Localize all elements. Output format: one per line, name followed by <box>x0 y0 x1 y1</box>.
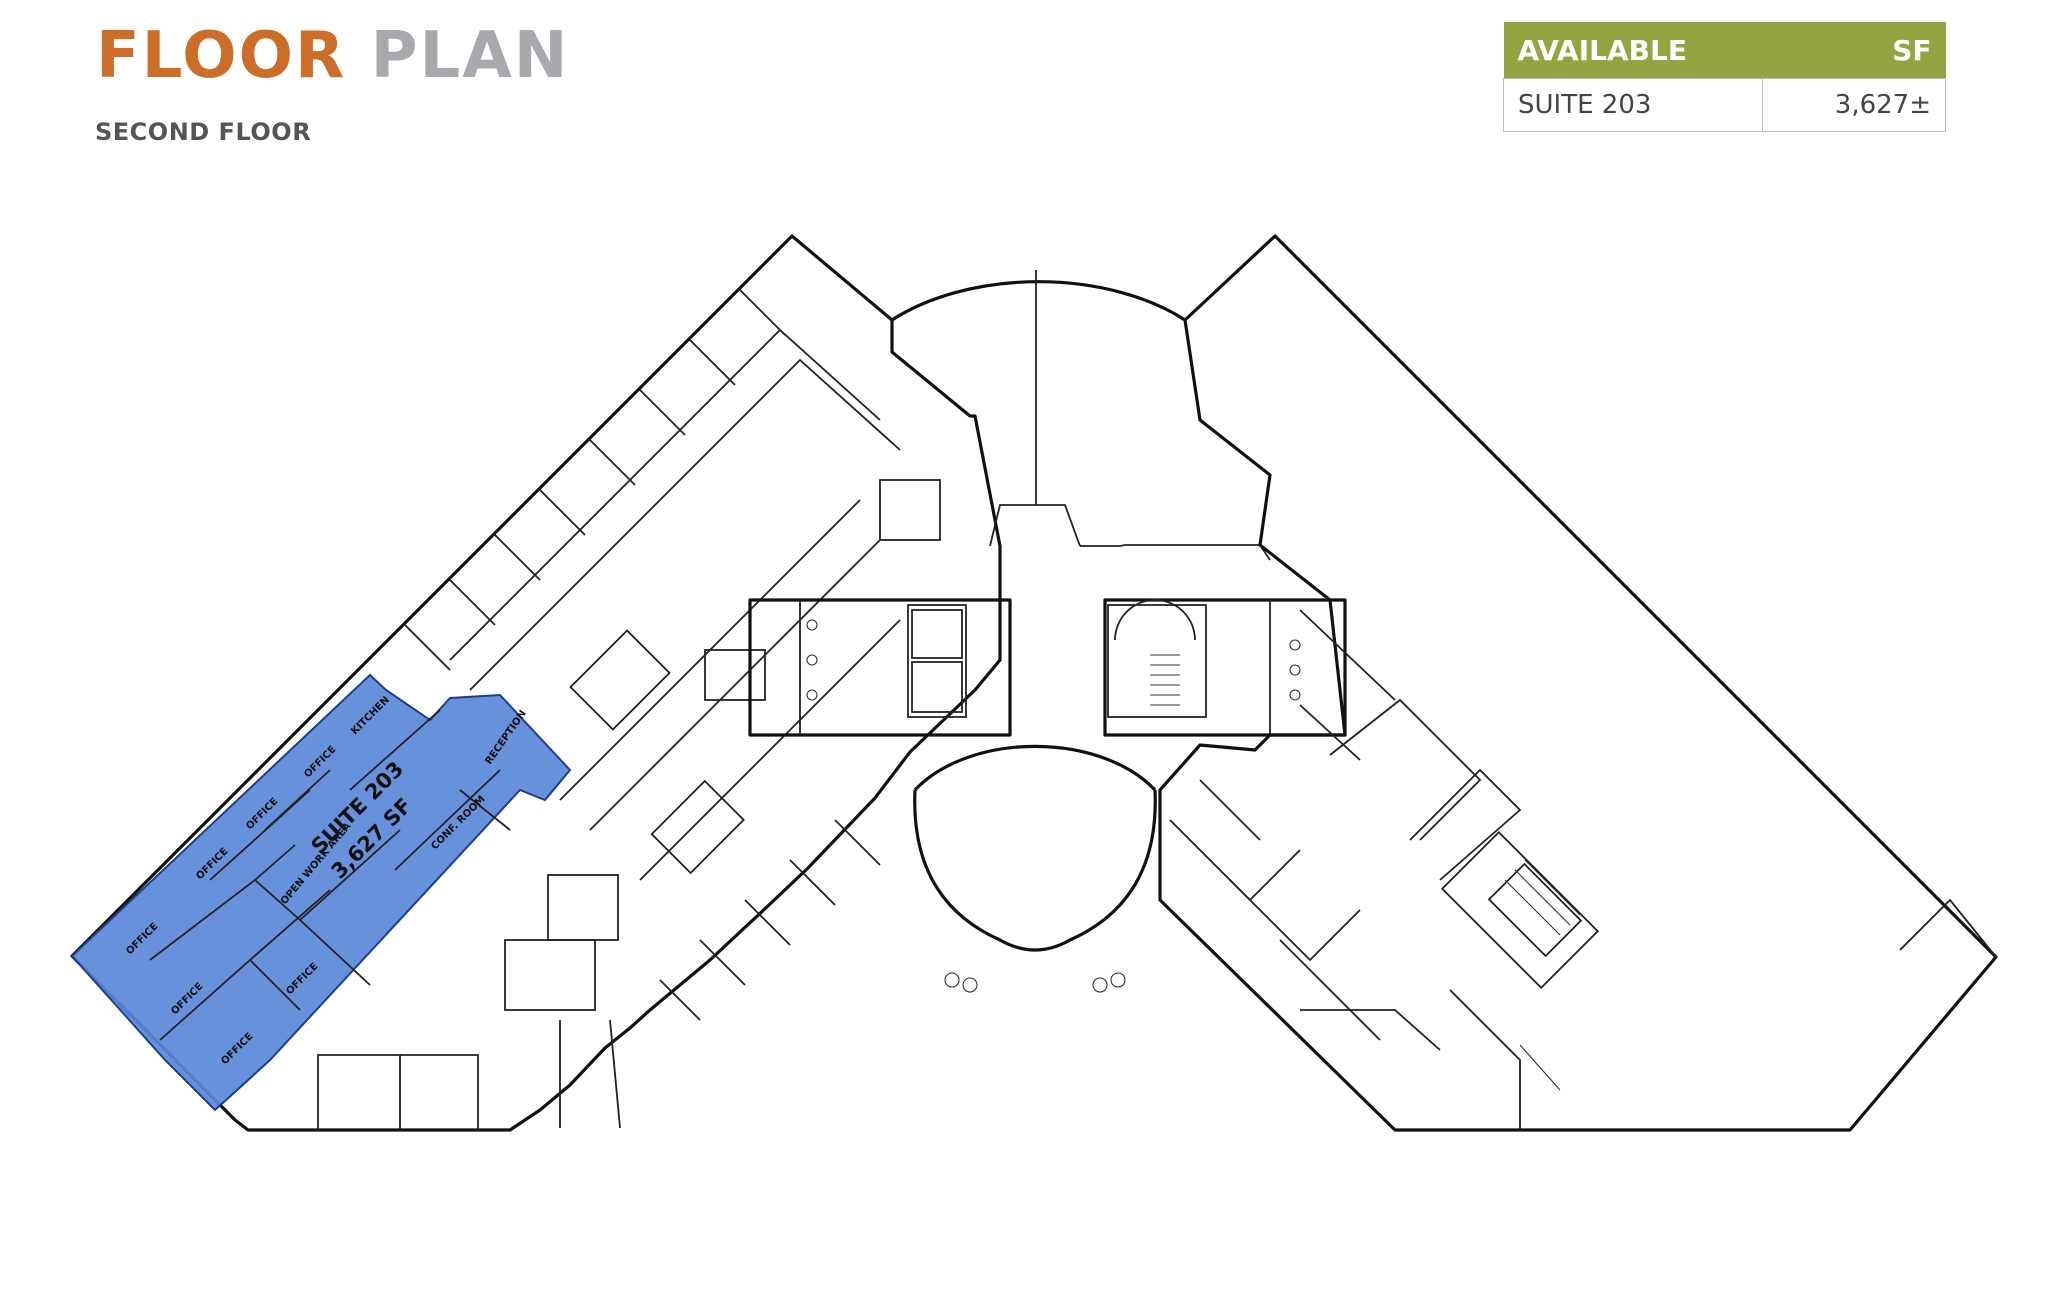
suite-203-highlight[interactable] <box>70 673 572 1112</box>
table-row: SUITE 203 3,627± <box>1503 78 1946 132</box>
availability-header-row: AVAILABLE SF <box>1503 22 1946 79</box>
suite-203[interactable]: OFFICE OFFICE OFFICE OFFICE OFFICE OFFIC… <box>70 673 572 1112</box>
floor-subtitle: SECOND FLOOR <box>95 118 312 146</box>
suite-sf-cell: 3,627± <box>1762 78 1946 132</box>
rotundas <box>891 270 1271 993</box>
page-title: FLOOR PLAN <box>96 16 569 96</box>
availability-table: AVAILABLE SF SUITE 203 3,627± <box>1503 22 1946 132</box>
header-available: AVAILABLE <box>1503 22 1763 79</box>
building-core <box>748 598 1347 737</box>
right-wing <box>1158 234 1998 1132</box>
left-wing <box>70 234 1002 1132</box>
header-sf: SF <box>1762 22 1946 79</box>
suite-name-cell: SUITE 203 <box>1503 78 1763 132</box>
title-word-floor: FLOOR <box>96 19 347 93</box>
title-word-plan: PLAN <box>370 19 570 93</box>
